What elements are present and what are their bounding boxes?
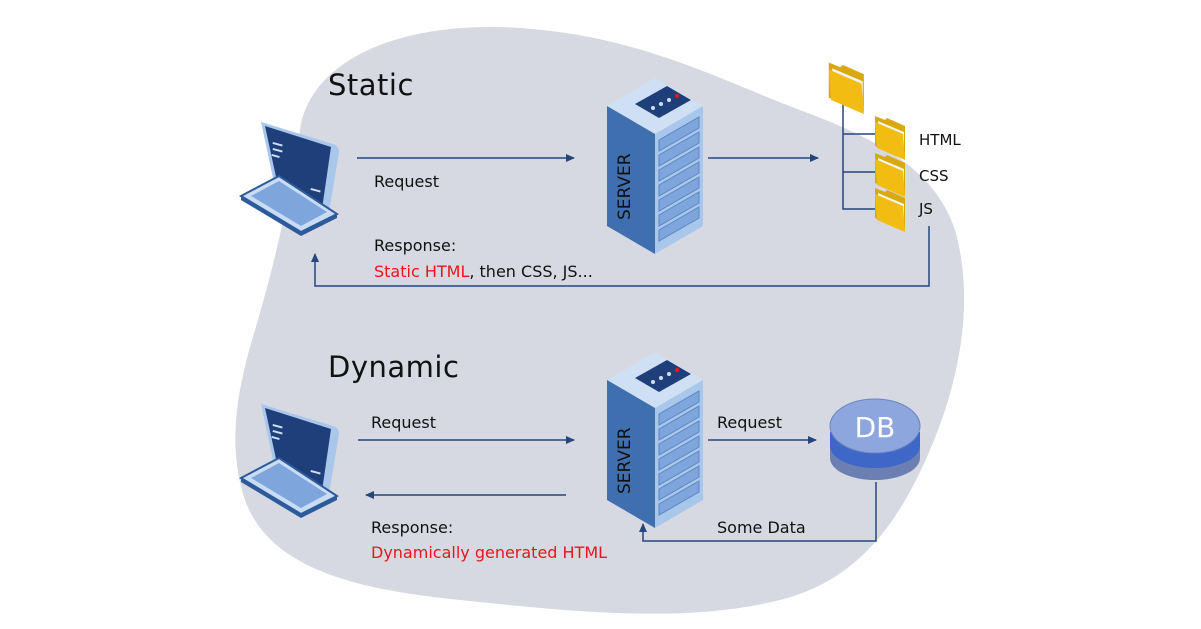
db-return-label: Some Data <box>717 518 806 537</box>
file-label-html: HTML <box>919 131 961 149</box>
file-label-css: CSS <box>919 167 949 185</box>
dynamic-request-label: Request <box>371 413 436 432</box>
dynamic-title: Dynamic <box>328 350 460 384</box>
static-server-label: SERVER <box>615 153 635 220</box>
static-response-label: Response: <box>374 236 457 255</box>
db-request-label: Request <box>717 413 782 432</box>
db-return-arrow <box>639 482 877 542</box>
db-label: DB <box>855 411 896 444</box>
root-folder-icon <box>828 62 864 115</box>
file-tree-lines <box>842 100 876 210</box>
static-response-rest: , then CSS, JS... <box>469 262 593 281</box>
dynamic-response-highlight: Dynamically generated HTML <box>371 543 608 562</box>
static-title: Static <box>328 68 414 102</box>
dynamic-server-label: SERVER <box>615 427 635 494</box>
database-icon: DB <box>829 398 921 480</box>
static-response-detail: Static HTML, then CSS, JS... <box>374 262 593 281</box>
file-label-js: JS <box>919 200 933 218</box>
dynamic-response-label: Response: <box>371 518 454 537</box>
static-request-label: Request <box>374 172 439 191</box>
background-blob <box>235 26 965 614</box>
static-response-arrow <box>311 226 930 287</box>
static-response-highlight: Static HTML <box>374 262 470 281</box>
